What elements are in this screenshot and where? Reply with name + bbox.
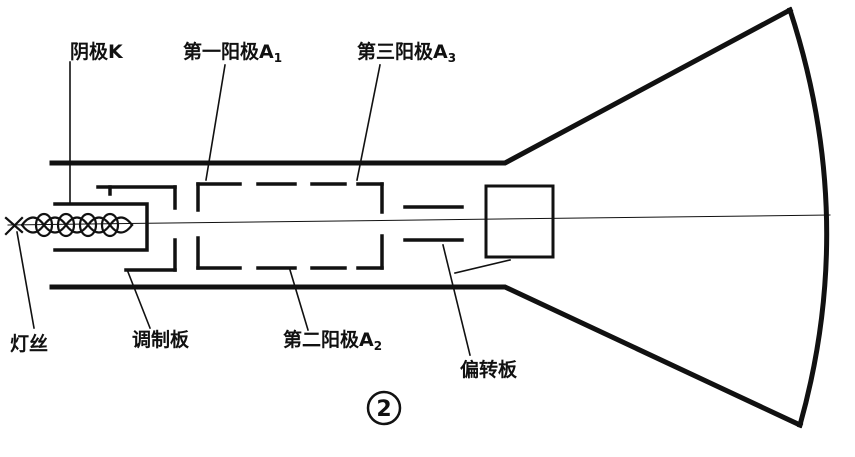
second-anode [256, 182, 347, 270]
figure-number-circle [366, 390, 402, 426]
label-third-anode: 第三阳极A3 [357, 40, 456, 65]
electron-beam-axis [7, 214, 831, 226]
leader-lines [16, 61, 511, 356]
third-anode [310, 182, 384, 270]
cathode-cup [53, 202, 149, 252]
label-first-anode: 第一阳极A1 [183, 40, 282, 65]
label-deflection-plates: 偏转板 [460, 358, 518, 381]
tube-envelope-top [49, 6, 794, 166]
deflection-plates [403, 184, 555, 259]
label-filament: 灯丝 [10, 332, 48, 355]
label-modulation-grid: 调制板 [132, 328, 190, 351]
tube-envelope-bottom [49, 284, 804, 429]
modulation-grid [96, 185, 177, 272]
first-anode [196, 182, 242, 270]
label-cathode: 阴极K [70, 40, 124, 63]
figure-number: 2 [376, 397, 391, 422]
label-second-anode: 第二阳极A2 [283, 328, 382, 353]
fluorescent-screen [786, 6, 830, 429]
filament-coil [4, 212, 134, 238]
